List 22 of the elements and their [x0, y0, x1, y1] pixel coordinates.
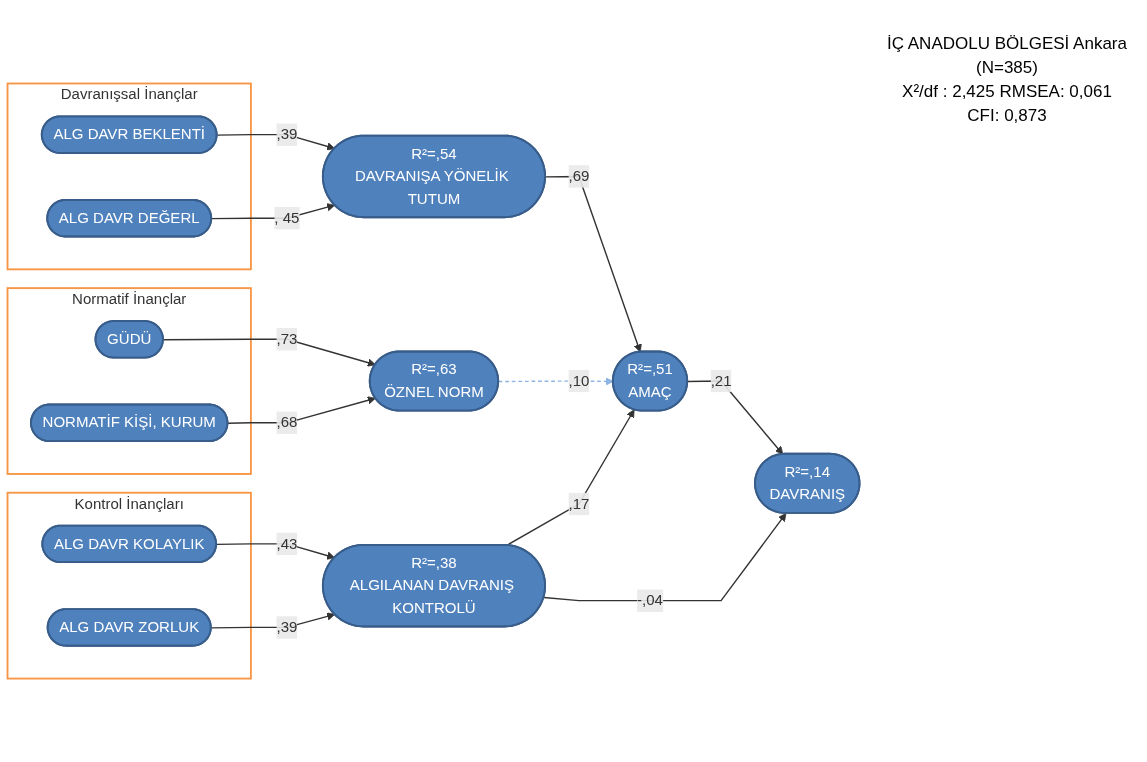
fit-statistic-note: (N=385) — [975, 58, 1039, 78]
fit-statistic-note: X²/df : 2,425 RMSEA: 0,061 — [901, 82, 1113, 102]
arrow — [215, 543, 336, 560]
arrow — [162, 338, 376, 367]
arrow — [227, 396, 376, 424]
fit-statistic-note: İÇ ANADOLU BÖLGESİ Ankara — [886, 34, 1128, 54]
edge-label: ,68 — [276, 414, 298, 431]
edge-label: ,21 — [710, 372, 732, 389]
arrow — [216, 133, 336, 151]
arrow — [506, 409, 635, 546]
edge-label: -,04 — [637, 592, 663, 609]
edge-label: ,73 — [276, 330, 298, 347]
edge-label: ,69 — [568, 167, 590, 184]
edge-label: ,39 — [276, 126, 298, 143]
edge-label: , 45 — [274, 209, 300, 226]
arrow — [210, 612, 336, 629]
edge-label: ,39 — [276, 618, 298, 635]
arrow — [543, 512, 787, 602]
edge-label: ,17 — [568, 495, 590, 512]
edge-label: ,10 — [568, 372, 590, 389]
fit-statistic-note: CFI: 0,873 — [966, 106, 1048, 126]
edge-label: ,43 — [276, 535, 298, 552]
